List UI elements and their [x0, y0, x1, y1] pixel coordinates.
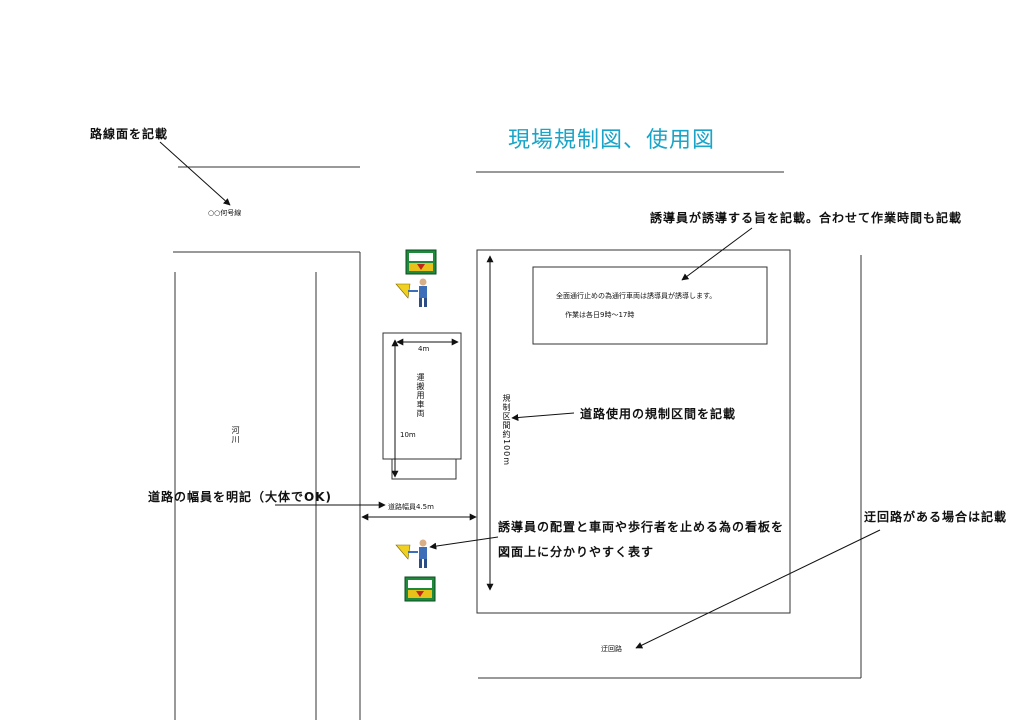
- sign-box: [532, 266, 768, 345]
- section-length-label: 規制区間約100m: [502, 394, 511, 467]
- note-section: 道路使用の規制区間を記載: [580, 407, 737, 421]
- section-arrow: [511, 412, 575, 421]
- vehicle-width-label: 4m: [418, 345, 430, 353]
- note-guards-line2: 図面上に分かりやすく表す: [498, 545, 655, 559]
- flagman-icon: [395, 278, 427, 307]
- regulated-block: [476, 249, 791, 614]
- note-detour: 迂回路がある場合は記載: [864, 510, 1008, 524]
- note-road-surface: 路線面を記載: [90, 127, 169, 141]
- barricade-sign-icon: [404, 576, 436, 602]
- diagram-title: 現場規制図、使用図: [508, 128, 716, 153]
- sign-box-line1: 全面通行止めの為通行車両は誘導員が誘導します。: [556, 292, 717, 300]
- river-label: 河川: [231, 426, 240, 444]
- barricade-sign-icon: [405, 249, 437, 275]
- note-road-width: 道路の幅員を明記（大体でOK): [148, 490, 332, 504]
- flagman-icon: [395, 539, 427, 568]
- road-surface-arrow: [159, 141, 231, 206]
- note-guards-line1: 誘導員の配置と車両や歩行者を止める為の看板を: [498, 520, 785, 534]
- vehicle-length-label: 10m: [400, 431, 416, 439]
- note-guide-time: 誘導員が誘導する旨を記載。合わせて作業時間も記載: [650, 211, 963, 225]
- road-name-label: ○○何号線: [208, 209, 242, 217]
- vehicle-rear: [391, 458, 457, 480]
- road-width-label: 道路幅員4.5m: [388, 503, 434, 511]
- vehicle-label: 運搬用車両: [416, 373, 425, 418]
- guards-arrow: [429, 536, 499, 550]
- guide-time-arrow: [681, 227, 753, 281]
- detour-route-label: 迂回路: [601, 645, 622, 653]
- detour-arrow: [635, 529, 881, 649]
- sign-box-line2: 作業は各日9時～17時: [565, 311, 635, 319]
